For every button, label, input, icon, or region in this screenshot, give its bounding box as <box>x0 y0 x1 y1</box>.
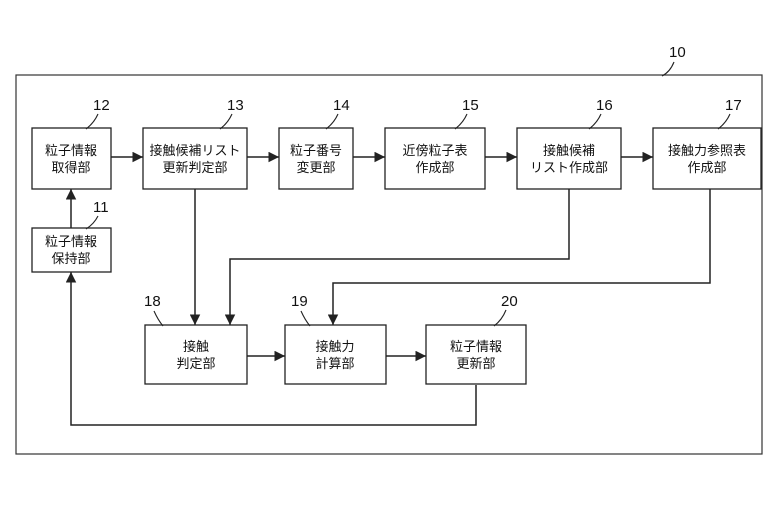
block-13-label-line2: 更新判定部 <box>162 160 227 176</box>
leader-line-14 <box>325 113 339 130</box>
block-12-box <box>31 127 112 190</box>
block-13-box <box>142 127 248 190</box>
block-16-label-line2: リスト作成部 <box>530 161 608 176</box>
block-14-box <box>278 127 354 190</box>
block-20: 粒子情報 更新部 <box>425 324 527 385</box>
block-16: 接触候補 リスト作成部 <box>516 127 622 190</box>
block-16-box <box>516 127 622 190</box>
block-17-label-line1: 接触力参照表 <box>668 143 746 159</box>
leader-line-11 <box>85 215 99 230</box>
system-frame <box>15 74 763 455</box>
block-13: 接触候補リスト 更新判定部 <box>142 127 248 190</box>
block-15-label-line1: 近傍粒子表 <box>402 143 467 159</box>
reference-number-10: 10 <box>669 44 686 61</box>
block-13-label-line1: 接触候補リスト <box>149 143 240 159</box>
leader-line-10 <box>661 61 675 77</box>
reference-number-11: 11 <box>93 199 109 216</box>
arrow-20-to-11 <box>65 272 477 426</box>
block-11-label-line1: 粒子情報 <box>45 235 97 250</box>
arrow-17-to-19 <box>327 189 711 325</box>
reference-number-19: 19 <box>291 293 308 310</box>
block-19-label-line1: 接触力 <box>315 339 354 355</box>
block-19-box <box>284 324 387 385</box>
block-14-label-line2: 変更部 <box>296 160 335 176</box>
block-20-label-line2: 更新部 <box>456 356 495 372</box>
block-11-label-line2: 保持部 <box>51 252 90 267</box>
block-19-label-line2: 計算部 <box>315 356 354 372</box>
block-15-box <box>384 127 486 190</box>
leader-line-20 <box>493 309 507 327</box>
arrow-16-to-18 <box>224 189 570 325</box>
block-18-label-line2: 判定部 <box>176 357 215 372</box>
block-19: 接触力 計算部 <box>284 324 387 385</box>
reference-number-12: 12 <box>93 97 110 114</box>
leader-line-18 <box>153 310 164 327</box>
block-15: 近傍粒子表 作成部 <box>384 127 486 190</box>
reference-number-15: 15 <box>462 97 479 114</box>
block-17-label-line2: 作成部 <box>687 161 726 176</box>
leader-line-13 <box>219 113 233 130</box>
block-14-label-line1: 粒子番号 <box>290 144 342 159</box>
reference-number-13: 13 <box>227 97 244 114</box>
leader-line-17 <box>717 113 731 130</box>
block-20-box <box>425 324 527 385</box>
reference-number-14: 14 <box>333 97 350 114</box>
block-18: 接触 判定部 <box>144 324 248 385</box>
reference-numbers: 10 11 12 13 14 15 16 17 18 19 20 <box>85 44 742 327</box>
block-11-box <box>31 227 112 273</box>
block-14: 粒子番号 変更部 <box>278 127 354 190</box>
block-16-label-line1: 接触候補 <box>543 143 595 159</box>
reference-number-17: 17 <box>725 97 742 114</box>
connection-lines <box>65 151 711 426</box>
leader-line-12 <box>85 113 99 130</box>
block-12: 粒子情報 取得部 <box>31 127 112 190</box>
block-15-label-line2: 作成部 <box>415 161 454 176</box>
block-17: 接触力参照表 作成部 <box>652 127 762 190</box>
leader-line-19 <box>300 310 311 327</box>
block-20-label-line1: 粒子情報 <box>450 340 502 355</box>
block-12-label-line1: 粒子情報 <box>45 144 97 159</box>
reference-number-18: 18 <box>144 293 161 310</box>
leader-line-16 <box>588 113 602 130</box>
block-11: 粒子情報 保持部 <box>31 227 112 273</box>
block-18-label-line1: 接触 <box>183 339 209 355</box>
block-12-label-line2: 取得部 <box>51 160 90 176</box>
block-17-box <box>652 127 762 190</box>
reference-number-20: 20 <box>501 293 518 310</box>
block-18-box <box>144 324 248 385</box>
leader-line-15 <box>454 113 468 130</box>
reference-number-16: 16 <box>596 97 613 114</box>
